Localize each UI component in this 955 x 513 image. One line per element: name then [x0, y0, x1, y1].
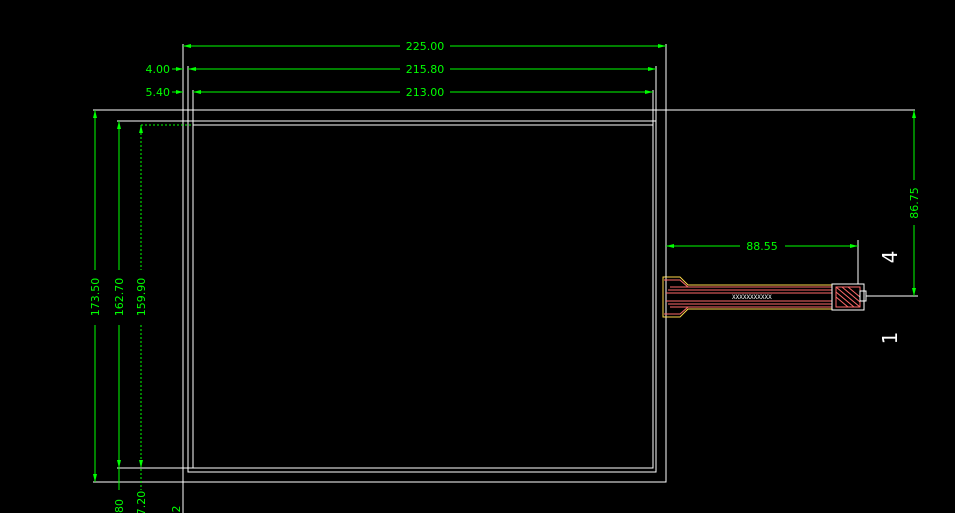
outer-height-label: 173.50 — [89, 278, 102, 317]
pin-label-top: 4 — [878, 251, 902, 264]
tail-part-label: XXXXXXXXXXX — [732, 294, 772, 301]
left-offset-1-label: 4.00 — [146, 63, 171, 76]
tail-connector — [831, 283, 865, 311]
left-offset-2-label: 5.40 — [146, 86, 171, 99]
panel-outline — [93, 44, 915, 513]
view-height-label: 162.70 — [113, 278, 126, 317]
view-area-frame — [187, 120, 657, 473]
tail-offset-label: 86.75 — [908, 187, 921, 219]
bottom-dim-2-label: 7.20 — [135, 491, 148, 513]
left-dimensions: 173.50 162.70 159.90 80 7.20 2 — [89, 110, 193, 513]
pin-label-bottom: 1 — [878, 332, 902, 345]
active-width-label: 213.00 — [406, 86, 445, 99]
outer-frame — [182, 109, 667, 483]
tail-length-label: 88.55 — [746, 240, 778, 253]
bottom-dim-3-label: 2 — [170, 506, 183, 513]
flex-tail: XXXXXXXXXXX — [662, 276, 867, 318]
active-area-frame — [192, 124, 654, 469]
view-width-label: 215.80 — [406, 63, 445, 76]
outer-width-label: 225.00 — [406, 40, 445, 53]
tail-dimensions: 88.55 86.75 4 1 — [665, 110, 921, 345]
bottom-dim-1-label: 80 — [113, 499, 126, 513]
top-dimensions: 225.00 215.80 4.00 213.00 5.40 — [146, 40, 666, 99]
active-height-label: 159.90 — [135, 278, 148, 317]
